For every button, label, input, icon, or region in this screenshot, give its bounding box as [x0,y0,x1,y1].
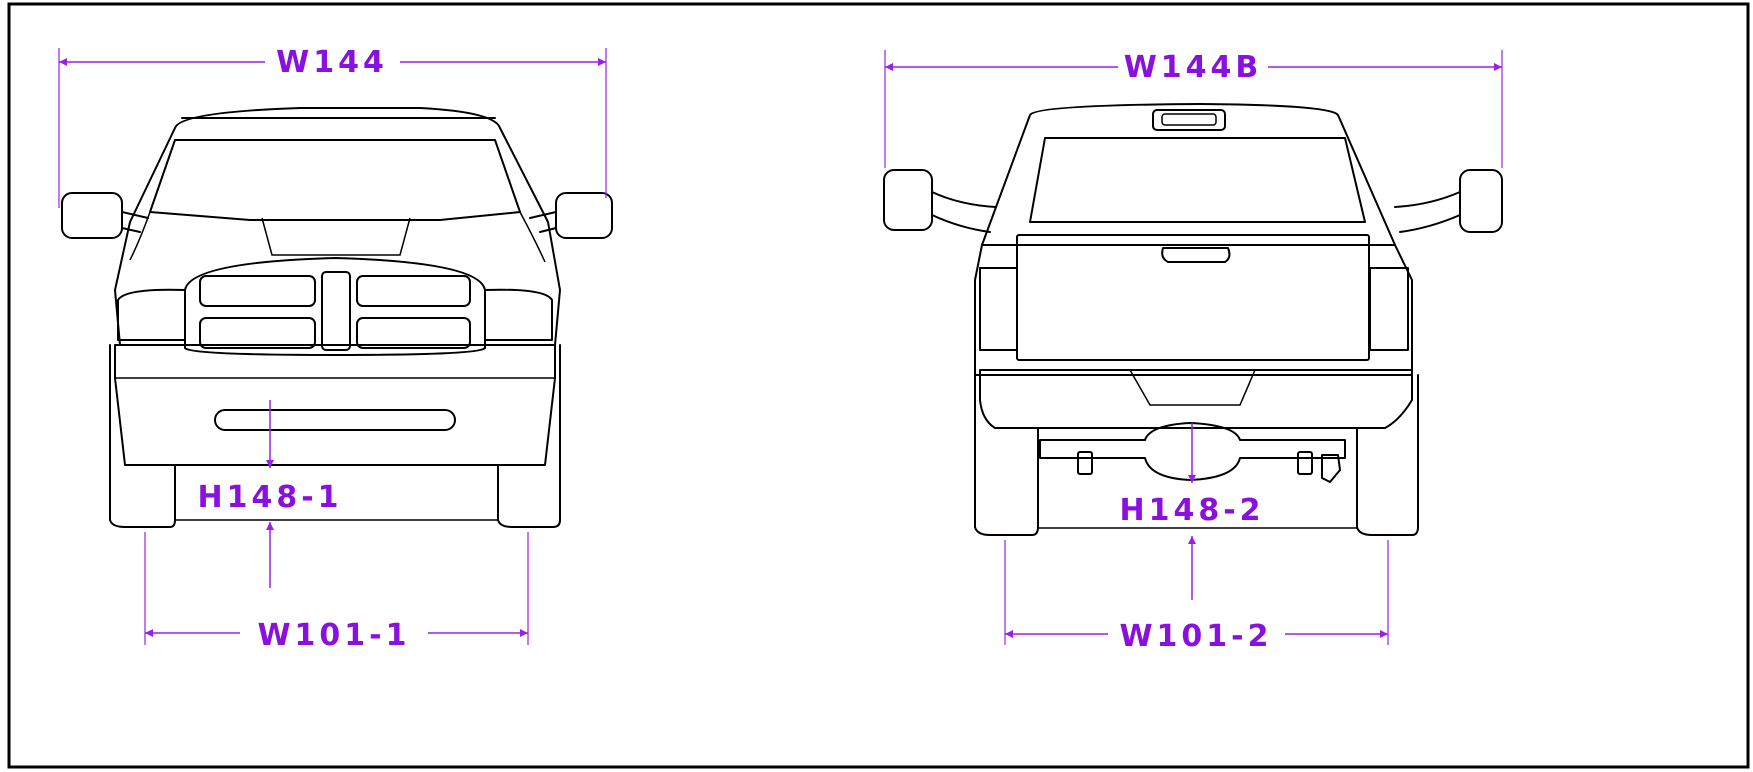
rear-left-tire [974,374,1039,536]
rear-bumper [979,369,1413,429]
rear-axle [1039,422,1346,481]
rear-dimensions: W144B H148-2 W101-2 [884,50,1503,654]
right-mirror [555,192,613,239]
dim-label-h148-2: H148-2 [1119,493,1264,528]
front-dimensions: W144 H148-1 W101-1 [58,45,607,653]
front-right-tire [497,344,561,528]
dim-label-w101-2: W101-2 [1119,619,1272,654]
left-mirror [61,192,123,239]
rear-right-tire [1356,374,1419,536]
drawing-border [7,2,1750,769]
front-view-truck [61,107,613,528]
front-grille [184,257,486,356]
rear-view-truck [883,103,1503,536]
front-bumper [114,344,556,466]
rear-left-mirror [883,169,933,231]
tailgate [1016,234,1370,361]
dim-label-w144b: W144B [1124,50,1263,85]
dim-label-w101-1: W101-1 [257,618,410,653]
dim-label-w144: W144 [276,45,388,80]
front-left-tire [109,344,176,528]
rear-right-mirror [1459,169,1503,233]
dim-label-h148-1: H148-1 [197,480,342,515]
